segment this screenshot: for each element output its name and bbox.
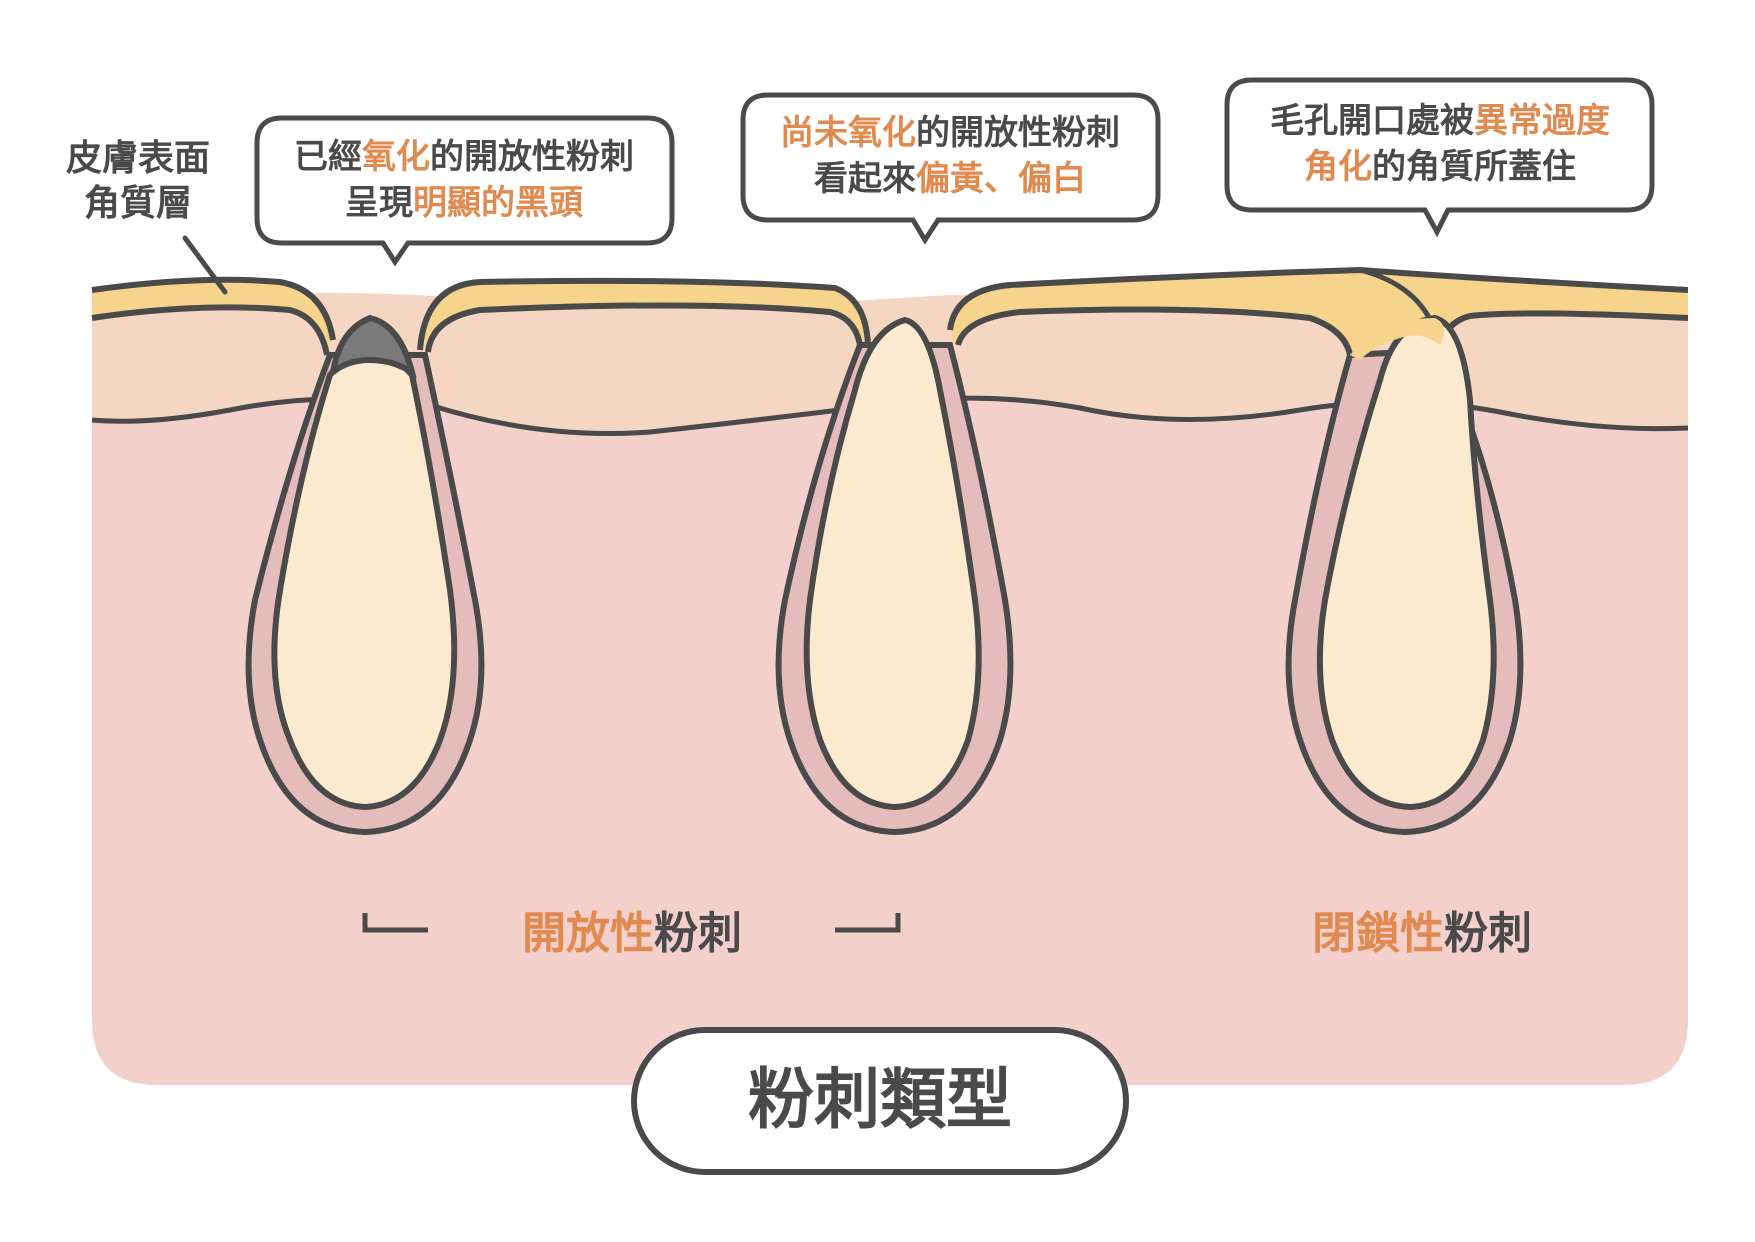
stratum-corneum: [950, 270, 1688, 355]
bubble1-line2-a: 呈現: [345, 183, 413, 223]
oxidized-tip-1: [328, 314, 417, 380]
svg-text:毛孔開口處被異常過度: 毛孔開口處被異常過度: [1270, 101, 1610, 141]
closed-comedone-label-plain: 粉刺: [1444, 908, 1532, 959]
corneum-label-line2: 角質層: [84, 183, 192, 224]
svg-text:開放性粉刺: 開放性粉刺: [522, 908, 742, 959]
stratum-corneum: [92, 279, 330, 350]
stratum-corneum: [420, 281, 868, 355]
svg-text:已經氧化的開放性粉刺: 已經氧化的開放性粉刺: [294, 137, 634, 177]
corneum-pointer-line: [182, 235, 228, 295]
bubble1-line2-b: 明顯的黑頭: [413, 183, 584, 223]
bubble2-line1-a: 尚未氧化: [780, 113, 916, 153]
bubble2-line2-a: 看起來: [814, 159, 916, 199]
bracket-left-icon: [362, 913, 428, 933]
bubble3-line1-a: 毛孔開口處被: [1270, 101, 1474, 141]
closed-comedone-label-accent: 閉鎖性: [1312, 908, 1444, 959]
speech-bubble-whitehead: 尚未氧化的開放性粉刺 看起來偏黃、偏白: [740, 92, 1161, 245]
corneum-outline: [417, 277, 871, 353]
svg-text:看起來偏黃、偏白: 看起來偏黃、偏白: [814, 159, 1086, 199]
speech-bubble-icon: [254, 115, 675, 267]
svg-text:呈現明顯的黑頭: 呈現明顯的黑頭: [345, 183, 584, 223]
corneum-outline: [91, 276, 336, 356]
sebum-plug-2: [803, 316, 982, 811]
svg-text:尚未氧化的開放性粉刺: 尚未氧化的開放性粉刺: [780, 113, 1120, 153]
speech-bubble-icon: [1224, 77, 1655, 238]
bubble1-line1-a: 已經: [294, 137, 362, 177]
speech-bubble-blackhead: 已經氧化的開放性粉刺 呈現明顯的黑頭: [254, 115, 675, 267]
svg-text:閉鎖性粉刺: 閉鎖性粉刺: [1312, 908, 1532, 959]
bubble2-line1-b: 的開放性粉刺: [916, 113, 1120, 153]
page-title: 粉刺類型: [748, 1061, 1012, 1138]
corneum-cap-3: [1350, 318, 1444, 360]
speech-bubble-closed: 毛孔開口處被異常過度 角化的角質所蓋住: [1224, 77, 1655, 238]
bubble1-line1-c: 的開放性粉刺: [430, 137, 634, 177]
corneum-label-line1: 皮膚表面: [66, 138, 210, 179]
speech-bubble-icon: [740, 92, 1161, 245]
sebum-plug-3: [1316, 314, 1497, 811]
bubble3-line1-b: 異常過度: [1474, 101, 1610, 141]
bubble3-line2-a: 角化: [1304, 147, 1372, 187]
bubble2-line2-b: 偏黃、偏白: [916, 159, 1086, 199]
title-pill: [631, 1027, 1129, 1175]
bracket-right-icon: [835, 913, 901, 933]
open-comedone-label-plain: 粉刺: [654, 908, 742, 959]
bubble1-line1-b: 氧化: [362, 137, 430, 177]
open-comedone-label-accent: 開放性: [522, 908, 654, 959]
bubble3-line2-b: 的角質所蓋住: [1372, 147, 1576, 187]
svg-text:角化的角質所蓋住: 角化的角質所蓋住: [1304, 147, 1576, 187]
